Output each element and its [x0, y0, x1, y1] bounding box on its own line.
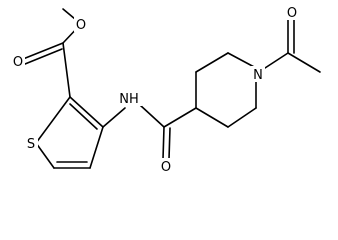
atom-ester-o-carbonyl: O [13, 55, 23, 70]
bond-carbonyl-c-o-double [22, 42, 64, 60]
bond-c4-c3 [89, 126, 104, 169]
atom-ester-o-methoxy: O [76, 18, 86, 33]
bond-nh-amide-c [139, 104, 165, 128]
bond-ring-c2-n [227, 52, 257, 69]
bond-ring-c5-c4 [195, 107, 229, 128]
bond-c3-c2 [69, 96, 104, 128]
bond-amide-c-o [162, 126, 165, 160]
molecule-structure: O O S NH O N O [11, 4, 321, 175]
atom-thiophene-s: S [27, 137, 35, 152]
bond-carbonyl-c-o-double-2 [24, 48, 63, 65]
bond-amide-c-o-double [168, 127, 171, 160]
bond-n-acetyl-c [264, 52, 289, 69]
bond-s-c5 [35, 142, 55, 169]
bond-acetyl-c-methyl [287, 52, 321, 73]
atom-amide-o: O [161, 160, 171, 175]
bond-c3-nh [102, 107, 126, 128]
bond-ring-c6-c5 [227, 107, 257, 128]
bond-c3-c2-double [69, 103, 98, 130]
bond-ring-c3-c2 [195, 52, 229, 73]
bond-amide-c-ring [163, 107, 197, 128]
bond-carbonyl-c-c2 [62, 42, 71, 98]
atom-acetyl-o: O [287, 6, 297, 21]
bond-c2-s [35, 96, 71, 144]
atom-piperidine-n: N [253, 68, 263, 83]
structure-canvas: O O S NH O N O [11, 4, 321, 175]
atom-amide-nh: NH [119, 92, 139, 107]
